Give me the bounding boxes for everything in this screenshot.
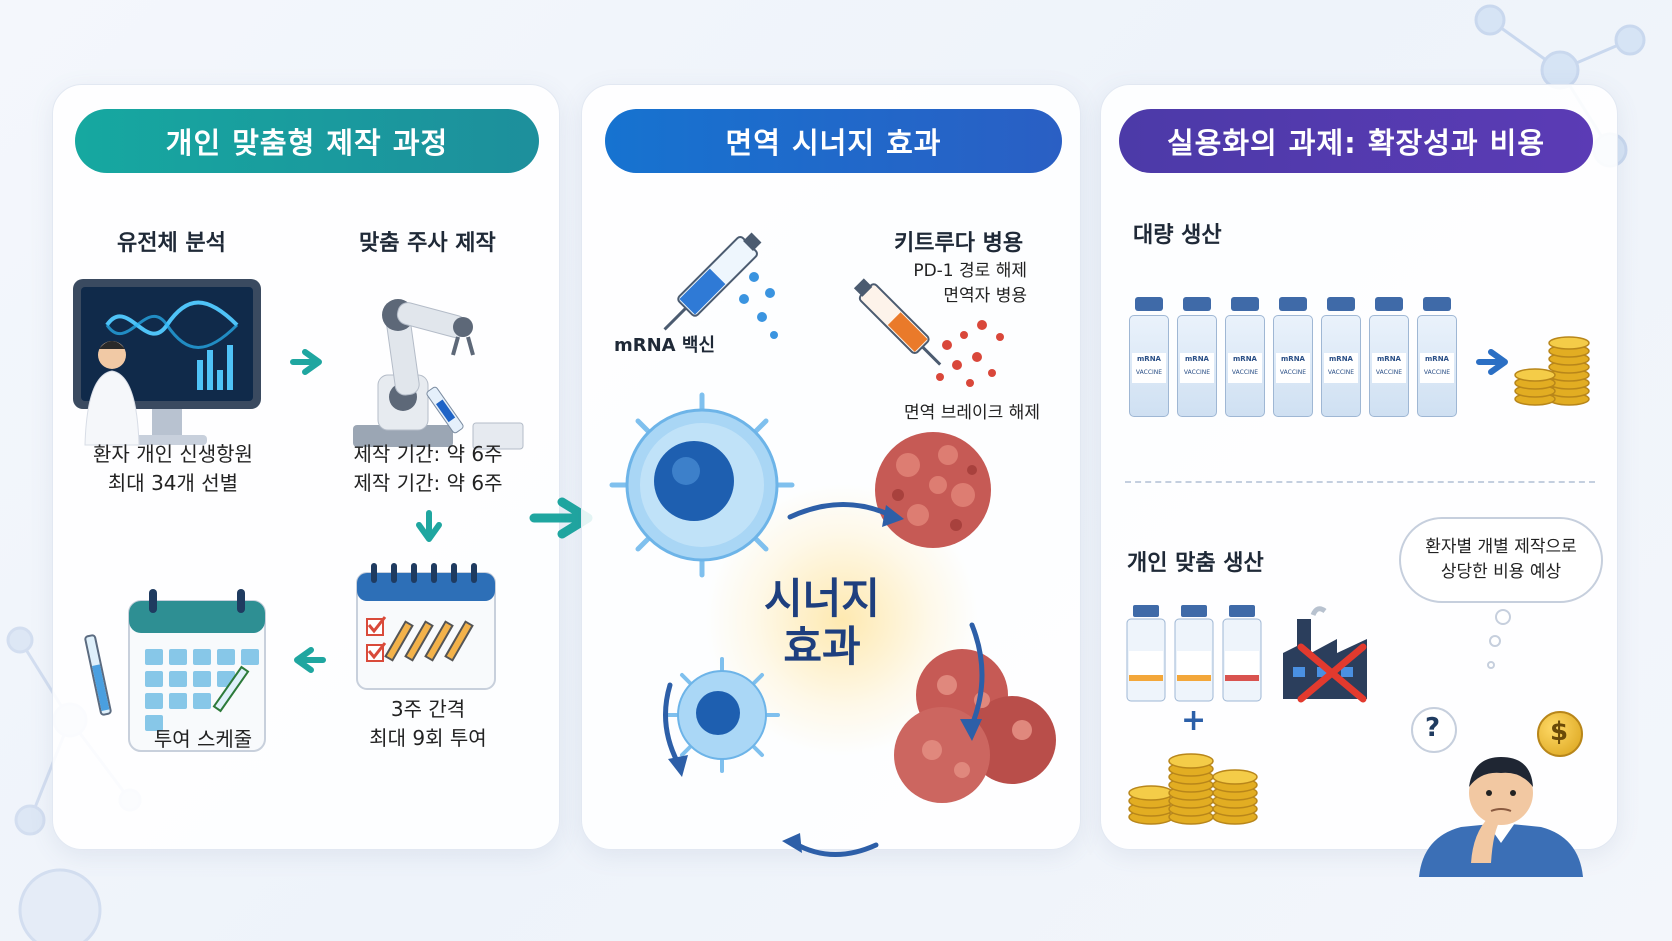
vial-cap: [1183, 297, 1211, 311]
vial-3: mRNA VACCINE: [1225, 297, 1265, 419]
vial-label: mRNA VACCINE: [1180, 353, 1214, 383]
panel-personalized-production: 개인 맞춤형 제작 과정 유전체 분석 맞춤 주사 제작 환자 개인 신생항원: [52, 84, 560, 850]
vial-label: mRNA VACCINE: [1372, 353, 1406, 383]
vial-text: mRNA: [1137, 355, 1161, 363]
calendar-schedule-icon: [84, 589, 266, 752]
coin-stack-large-icon: [1128, 753, 1258, 825]
immune-brake-release-label: 면역 브레이크 해제: [904, 403, 1040, 423]
question-mark-icon: ?: [1425, 713, 1441, 743]
keytruda-syringe-icon: [853, 278, 1004, 387]
step1-description: 환자 개인 신생항원 최대 34개 선별: [73, 440, 273, 498]
synergy-line1: 시너지: [764, 574, 880, 623]
step1-desc-line1: 환자 개인 신생항원: [93, 442, 253, 466]
thought-bubble-dots: [1487, 609, 1511, 669]
cancer-cell-cluster-icon: [894, 649, 1056, 803]
question-bubble: [1411, 707, 1457, 753]
step4-label: 투여 스케줄: [153, 727, 253, 751]
step2-desc-line1: 제작 기간: 약 6주: [353, 442, 503, 466]
step2-description: 제작 기간: 약 6주 제작 기간: 약 6주: [328, 440, 528, 498]
panel3-title: 실용화의 과제: 확장성과 비용: [1119, 109, 1593, 173]
panel-commercialization-challenges: 실용화의 과제: 확장성과 비용 대량 생산 mRNA VACCINE mRNA…: [1100, 84, 1618, 877]
step3-description: 3주 간격 최대 9회 투여: [328, 695, 528, 753]
panel-immune-synergy: 면역 시너지 효과 mRNA 백신 키트루다 병용 PD-1 경로 해제 면역자…: [581, 84, 1081, 857]
panel1-title: 개인 맞춤형 제작 과정: [75, 109, 539, 173]
vial-sub: VACCINE: [1375, 369, 1403, 376]
t-cell-large-icon: [609, 392, 795, 578]
step-genome-analysis-label: 유전체 분석: [117, 231, 226, 256]
vial-sub: VACCINE: [1327, 369, 1355, 376]
vial-label: mRNA VACCINE: [1228, 353, 1262, 383]
vial-4: mRNA VACCINE: [1273, 297, 1313, 419]
mrna-vaccine-label: mRNA 백신: [614, 335, 715, 356]
t-cell-small-icon: [664, 657, 780, 773]
vial-7: mRNA VACCINE: [1417, 297, 1457, 419]
vial-cap: [1279, 297, 1307, 311]
step1-desc-line2: 최대 34개 선별: [107, 471, 239, 495]
robot-arm-icon: [353, 299, 524, 450]
vial-label: mRNA VACCINE: [1324, 353, 1358, 383]
calendar-syringes-icon: [356, 563, 496, 690]
arrow-right-icon: [290, 349, 322, 375]
plus-sign: +: [1181, 703, 1207, 738]
vial-label: mRNA VACCINE: [1276, 353, 1310, 383]
arrow-down-icon: [416, 510, 442, 542]
worried-person-icon: [1419, 757, 1583, 877]
vial-1: mRNA VACCINE: [1129, 297, 1169, 419]
thought-line2: 상당한 비용 예상: [1440, 562, 1562, 582]
thought-line1: 환자별 개별 제작으로: [1425, 537, 1577, 557]
thought-bubble-text: 환자별 개별 제작으로 상당한 비용 예상: [1401, 535, 1601, 585]
mass-production-label: 대량 생산: [1133, 223, 1222, 248]
arrow-left-icon: [294, 647, 326, 673]
synergy-effect-text: 시너지 효과: [762, 575, 882, 671]
step-custom-injection-label: 맞춤 주사 제작: [359, 231, 496, 256]
step3-desc-line1: 3주 간격: [390, 697, 466, 721]
mrna-syringe-icon: [663, 232, 778, 339]
cycle-arrows-icon: [663, 502, 985, 857]
arrow-to-coins-icon: [1476, 349, 1508, 375]
vial-row: mRNA VACCINE mRNA VACCINE mRNA VACCINE: [1129, 297, 1469, 422]
vial-text: mRNA: [1281, 355, 1305, 363]
factory-crossed-icon: [1283, 606, 1367, 703]
vial-cap: [1327, 297, 1355, 311]
vial-text: mRNA: [1377, 355, 1401, 363]
synergy-line2: 효과: [783, 622, 861, 671]
step2-desc-line2: 제작 기간: 약 6주: [353, 471, 503, 495]
custom-vials-icon: [1126, 605, 1262, 702]
keytruda-description: PD-1 경로 해제 면역자 병용: [907, 259, 1027, 309]
vial-cap: [1375, 297, 1403, 311]
keytruda-desc-line1: PD-1 경로 해제: [913, 261, 1027, 281]
vial-text: mRNA: [1425, 355, 1449, 363]
custom-production-label: 개인 맞춤 생산: [1127, 551, 1264, 576]
vial-sub: VACCINE: [1183, 369, 1211, 376]
vial-sub: VACCINE: [1279, 369, 1307, 376]
vial-cap: [1135, 297, 1163, 311]
vial-2: mRNA VACCINE: [1177, 297, 1217, 419]
keytruda-desc-line2: 면역자 병용: [943, 286, 1027, 306]
vial-sub: VACCINE: [1231, 369, 1259, 376]
thought-bubble: [1399, 517, 1603, 603]
vial-sub: VACCINE: [1135, 369, 1163, 376]
vial-5: mRNA VACCINE: [1321, 297, 1361, 419]
section-divider: [1125, 481, 1595, 483]
vial-cap: [1231, 297, 1259, 311]
dna-monitor-icon: [73, 279, 261, 446]
dollar-coin-icon: [1537, 711, 1583, 757]
vial-label: mRNA VACCINE: [1420, 353, 1454, 383]
vial-cap: [1423, 297, 1451, 311]
keytruda-label: 키트루다 병용: [894, 231, 1024, 256]
dollar-sign: $: [1550, 717, 1569, 747]
vial-text: mRNA: [1329, 355, 1353, 363]
step3-desc-line2: 최대 9회 투여: [369, 726, 487, 750]
vial-sub: VACCINE: [1423, 369, 1451, 376]
vial-text: mRNA: [1185, 355, 1209, 363]
vial-6: mRNA VACCINE: [1369, 297, 1409, 419]
coin-stack-small-icon: [1514, 336, 1590, 406]
vial-label: mRNA VACCINE: [1132, 353, 1166, 383]
panel2-title: 면역 시너지 효과: [605, 109, 1062, 173]
vial-text: mRNA: [1233, 355, 1257, 363]
